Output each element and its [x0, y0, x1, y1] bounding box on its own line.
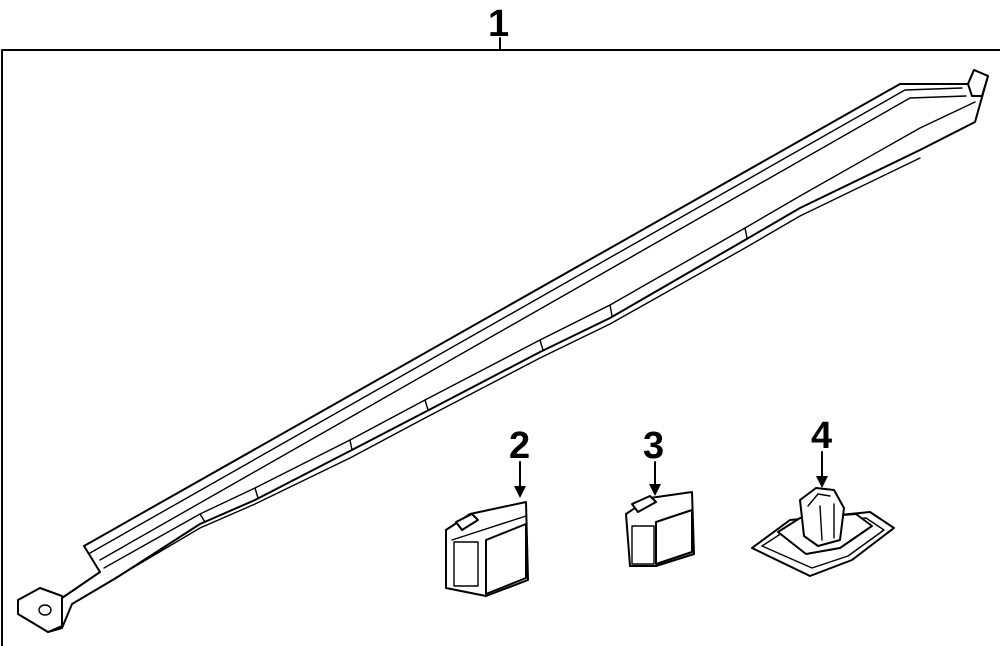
callout-3-arrowhead — [649, 484, 661, 496]
clip-3-front-pad — [655, 509, 693, 565]
notch-marks — [199, 227, 748, 523]
callout-2[interactable]: 2 — [509, 425, 530, 498]
part-1-rocker-molding[interactable] — [17, 69, 989, 633]
lower-edge-line — [111, 157, 921, 581]
clip-2-top-tab — [455, 513, 479, 531]
part-4-retainer[interactable] — [751, 487, 895, 577]
upper-ridge-line — [89, 87, 963, 554]
callout-4-label: 4 — [811, 415, 832, 457]
part-3-clip[interactable] — [625, 491, 695, 567]
clip-2-front-pad — [485, 523, 527, 595]
clip-3-inner-face — [631, 525, 655, 565]
rocker-body — [17, 69, 989, 633]
callout-1-label: 1 — [488, 3, 509, 45]
callout-3[interactable]: 3 — [643, 425, 664, 496]
callout-4[interactable]: 4 — [811, 415, 832, 488]
part-2-clip[interactable] — [445, 501, 529, 597]
clip-2-inner-face — [453, 541, 479, 587]
callout-2-label: 2 — [509, 425, 530, 467]
frame — [1, 49, 1000, 646]
mount-hole — [38, 604, 52, 616]
callout-3-label: 3 — [643, 425, 664, 467]
clip-2-edge — [451, 515, 527, 541]
callout-2-arrowhead — [514, 486, 526, 498]
retainer-clip-detail — [807, 493, 835, 541]
clip-3-top-tab — [631, 495, 657, 513]
callout-4-arrowhead — [816, 476, 828, 488]
right-end-tab — [967, 69, 989, 97]
left-end-bracket — [17, 587, 63, 633]
upper-ridge-line-2 — [99, 95, 967, 561]
callout-1[interactable]: 1 — [488, 3, 509, 51]
